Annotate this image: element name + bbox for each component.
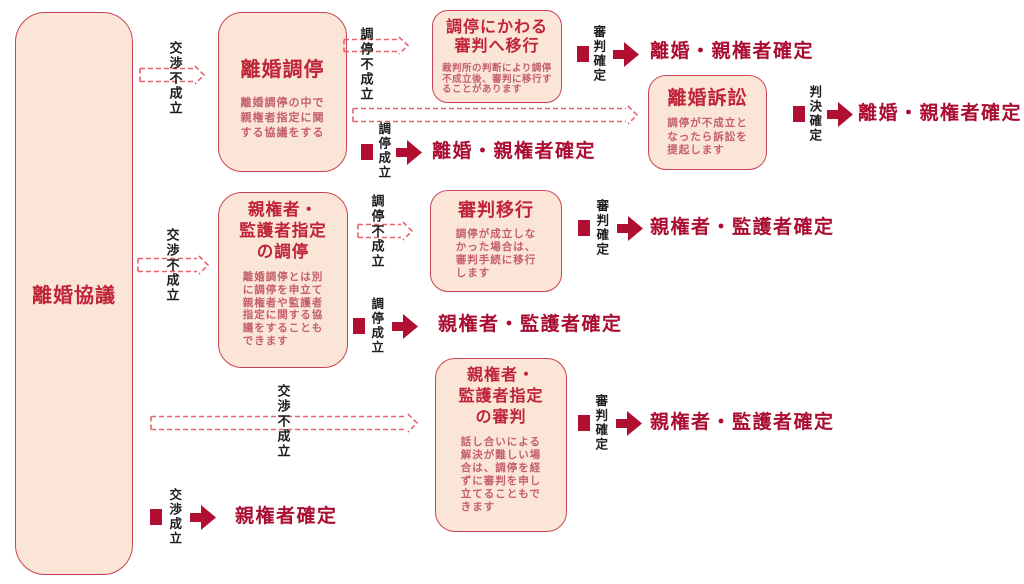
box-rikon-kyougi-title: 離婚協議 (32, 285, 116, 307)
label-shinken-choutei-to-ikou: 調停不成立 (369, 194, 385, 269)
box-shinkensha-shitei-choutei-title: 親権者・ 監護者指定 の調停 (239, 201, 327, 261)
solid-arrow-icon (827, 102, 853, 127)
dashed-arrow-choutei-to-shinpan (343, 36, 410, 55)
box-shinpan-ikou-title: 審判移行 (458, 200, 534, 220)
label-choutei-to-shinpan: 調停不成立 (358, 27, 374, 102)
bullet-square (577, 46, 589, 62)
box-rikon-soshou-body: 調停が不成立と なったら訴訟を 提起します (667, 117, 748, 156)
label-shinpan-kakutei-3: 審判確定 (593, 394, 608, 452)
label-shinpan-kakutei-2: 審判確定 (594, 199, 609, 257)
result-shinkensha-kangosha-kakutei-1: 親権者・監護者確定 (650, 217, 835, 238)
label-shinpan-kakutei-1: 審判確定 (591, 25, 606, 83)
label-choutei-seiritsu-1: 調停成立 (376, 122, 391, 180)
box-choutei-ni-kawaru-shinpan-title: 調停にかわる 審判へ移行 (445, 19, 548, 55)
solid-arrow-icon (613, 42, 639, 67)
result-rikon-shinkensha-kakutei-3: 離婚・親権者確定 (858, 103, 1023, 124)
box-shinpan-ikou: 審判移行 調停が成立しな かった場合は、 審判手続に移行 します (430, 190, 562, 292)
box-rikon-soshou-title: 離婚訴訟 (667, 88, 748, 109)
bullet-square (361, 144, 373, 160)
bullet-square (578, 220, 590, 236)
solid-arrow-icon (396, 140, 422, 165)
result-rikon-shinkensha-kakutei-2: 離婚・親権者確定 (650, 41, 815, 62)
label-choutei-seiritsu-2: 調停成立 (369, 297, 384, 355)
label-koushou-seiritsu: 交渉成立 (167, 488, 182, 546)
box-shinkensha-shitei-choutei: 親権者・ 監護者指定 の調停 離婚調停とは別 に調停を申立て 親権者や監護者 指… (218, 192, 348, 368)
box-shinpan-ikou-body: 調停が成立しな かった場合は、 審判手続に移行 します (455, 228, 537, 279)
label-kyougi-to-shinken-shinpan: 交渉不成立 (275, 384, 291, 459)
dashed-arrow-kyougi-to-shinken-choutei (137, 255, 210, 275)
bullet-square (353, 318, 365, 334)
result-shinkensha-kakutei: 親権者確定 (235, 506, 338, 527)
solid-arrow-icon (617, 216, 643, 241)
result-rikon-shinkensha-kakutei-1: 離婚・親権者確定 (432, 141, 597, 162)
box-shinkensha-shitei-shinpan-title: 親権者・ 監護者指定 の審判 (458, 367, 544, 426)
bullet-square (578, 415, 590, 431)
box-choutei-ni-kawaru-shinpan: 調停にかわる 審判へ移行 裁判所の判断により調停 不成立後、審判に移行す ること… (432, 10, 562, 103)
box-rikon-kyougi: 離婚協議 (15, 12, 133, 575)
box-shinkensha-shitei-shinpan: 親権者・ 監護者指定 の審判 話し合いによる 解決が難しい場 合は、調停を経 ず… (435, 358, 567, 532)
label-kyougi-to-shinken-choutei: 交渉不成立 (164, 228, 180, 303)
solid-arrow-icon (190, 505, 216, 530)
result-shinkensha-kangosha-kakutei-2: 親権者・監護者確定 (438, 314, 623, 335)
dashed-arrow-shinken-choutei-to-ikou (357, 221, 414, 241)
label-hanketsu-kakutei: 判決確定 (807, 85, 822, 143)
dashed-arrow-choutei-to-soshou (352, 105, 639, 125)
box-choutei-ni-kawaru-shinpan-body: 裁判所の判断により調停 不成立後、審判に移行す ることがあります (441, 63, 552, 95)
box-shinkensha-shitei-shinpan-body: 話し合いによる 解決が難しい場 合は、調停を経 ずに審判を申し 立てることもで … (460, 436, 542, 513)
bullet-square (793, 106, 805, 122)
bullet-square (150, 509, 162, 525)
label-kyougi-to-choutei: 交渉不成立 (167, 41, 183, 116)
result-shinkensha-kangosha-kakutei-3: 親権者・監護者確定 (650, 412, 835, 433)
box-rikon-choutei-title: 離婚調停 (240, 59, 325, 81)
dashed-arrow-kyougi-to-choutei (139, 65, 206, 85)
solid-arrow-icon (616, 411, 642, 436)
solid-arrow-icon (392, 314, 418, 339)
box-rikon-choutei: 離婚調停 離婚調停の中で 親権者指定に関 する協議をする (218, 12, 347, 172)
dashed-arrow-kyougi-to-shinken-shinpan (150, 413, 419, 433)
box-rikon-choutei-body: 離婚調停の中で 親権者指定に関 する協議をする (240, 97, 325, 139)
box-rikon-soshou: 離婚訴訟 調停が不成立と なったら訴訟を 提起します (648, 75, 767, 170)
box-shinkensha-shitei-choutei-body: 離婚調停とは別 に調停を申立て 親権者や監護者 指定に関する協 議をすることも … (242, 271, 324, 347)
